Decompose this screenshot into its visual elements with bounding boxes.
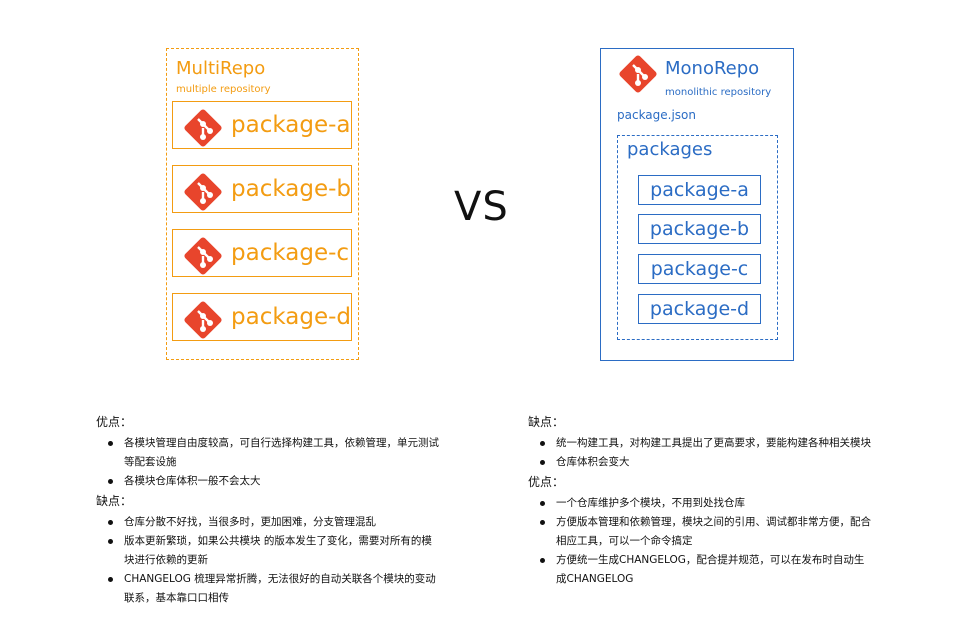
cons-heading: 缺点： (96, 494, 133, 508)
monorepo-package-c: package-c (638, 254, 761, 284)
multirepo-subtitle: multiple repository (176, 84, 271, 95)
list-item: CHANGELOG 梳理异常折腾，无法很好的自动关联各个模块的变动联系，基本靠口… (96, 570, 441, 608)
multirepo-package-a: package-a (172, 101, 352, 149)
list-item: 版本更新繁琐，如果公共模块 的版本发生了变化，需要对所有的模块进行依赖的更新 (96, 532, 441, 570)
package-label: package-d (231, 304, 351, 330)
vs-label: VS (454, 184, 509, 230)
list-item: 方便版本管理和依赖管理，模块之间的引用、调试都非常方便，配合相应工具，可以一个命… (528, 513, 873, 551)
cons-list: 统一构建工具，对构建工具提出了更高要求，要能构建各种相关模块 仓库体积会变大 (528, 434, 873, 472)
cons-heading: 缺点： (528, 415, 565, 429)
multirepo-title: MultiRepo (176, 58, 266, 79)
git-icon (183, 300, 223, 344)
list-item: 仓库分散不好找，当很多时，更加困难，分支管理混乱 (96, 513, 441, 532)
list-item: 各模块管理自由度较高，可自行选择构建工具，依赖管理，单元测试等配套设施 (96, 434, 441, 472)
package-label: package-a (231, 112, 351, 138)
pros-heading: 优点： (96, 415, 133, 429)
multirepo-package-b: package-b (172, 165, 352, 213)
package-json-label: package.json (617, 108, 697, 122)
monorepo-package-d: package-d (638, 294, 761, 324)
cons-list: 仓库分散不好找，当很多时，更加困难，分支管理混乱 版本更新繁琐，如果公共模块 的… (96, 513, 441, 608)
monorepo-subtitle: monolithic repository (665, 87, 772, 98)
git-icon (183, 108, 223, 152)
git-icon (618, 54, 658, 98)
git-icon (183, 172, 223, 216)
git-icon (183, 236, 223, 280)
list-item: 一个仓库维护多个模块，不用到处找仓库 (528, 494, 873, 513)
monorepo-package-b: package-b (638, 214, 761, 244)
packages-title: packages (627, 139, 713, 160)
list-item: 各模块仓库体积一般不会太大 (96, 472, 441, 491)
list-item: 方便统一生成CHANGELOG，配合提并规范，可以在发布时自动生成CHANGEL… (528, 551, 873, 589)
monorepo-package-a: package-a (638, 175, 761, 205)
pros-list: 各模块管理自由度较高，可自行选择构建工具，依赖管理，单元测试等配套设施 各模块仓… (96, 434, 441, 491)
package-label: package-b (231, 176, 351, 202)
monorepo-title: MonoRepo (665, 58, 760, 79)
list-item: 统一构建工具，对构建工具提出了更高要求，要能构建各种相关模块 (528, 434, 873, 453)
multirepo-notes: 优点： 各模块管理自由度较高，可自行选择构建工具，依赖管理，单元测试等配套设施 … (96, 413, 441, 608)
monorepo-notes: 缺点： 统一构建工具，对构建工具提出了更高要求，要能构建各种相关模块 仓库体积会… (528, 413, 873, 589)
packages-frame (617, 135, 778, 340)
pros-heading: 优点： (528, 475, 565, 489)
package-label: package-c (231, 240, 350, 266)
pros-list: 一个仓库维护多个模块，不用到处找仓库 方便版本管理和依赖管理，模块之间的引用、调… (528, 494, 873, 589)
multirepo-frame (166, 48, 359, 360)
multirepo-package-c: package-c (172, 229, 352, 277)
multirepo-package-d: package-d (172, 293, 352, 341)
list-item: 仓库体积会变大 (528, 453, 873, 472)
monorepo-frame (600, 48, 794, 361)
